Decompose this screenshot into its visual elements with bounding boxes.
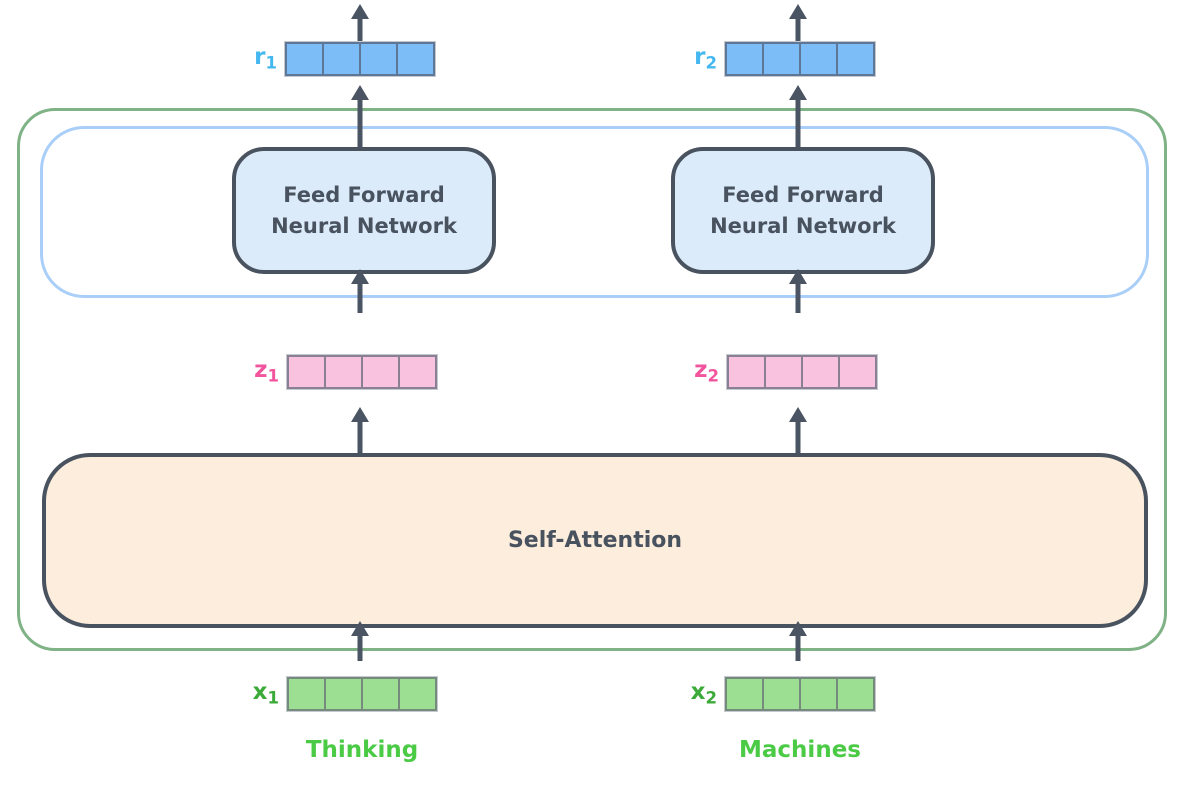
arrow-up-icon [789,407,807,453]
arrow-up-icon [789,621,807,661]
input-vector-x1 [287,677,437,711]
label-x2: x2 [690,679,717,708]
feed-forward-label-1: Feed Forward Neural Network [271,183,457,238]
vector-cell [398,355,437,389]
vector-cell [324,677,363,711]
vector-cell [285,42,324,76]
vector-cell [799,42,838,76]
vector-cell [287,355,326,389]
vector-cell [762,677,801,711]
arrow-up-icon [789,269,807,313]
label-z1: z1 [254,357,279,386]
attention-vector-z1 [287,355,437,389]
vector-cell [725,42,764,76]
feed-forward-box-1: Feed Forward Neural Network [232,147,496,274]
input-word-machines: Machines [739,737,861,763]
vector-cell [799,677,838,711]
input-word-thinking: Thinking [305,737,419,763]
label-r1: r1 [254,44,277,73]
self-attention-label: Self-Attention [507,528,683,553]
arrow-up-icon [351,407,369,453]
vector-cell [801,355,840,389]
label-x1: x1 [252,679,279,708]
input-vector-x2 [725,677,875,711]
vector-cell [361,355,400,389]
vector-cell [727,355,766,389]
vector-cell [836,677,875,711]
vector-cell [764,355,803,389]
vector-cell [322,42,361,76]
vector-cell [838,355,877,389]
vector-cell [396,42,435,76]
label-r2: r2 [694,44,717,73]
vector-cell [762,42,801,76]
output-vector-r1 [285,42,435,76]
arrow-up-icon [351,621,369,661]
arrow-up-icon [351,4,369,41]
ffnn-layer-outline-box [40,126,1149,298]
vector-cell [324,355,363,389]
arrow-up-icon [789,85,807,147]
attention-vector-z2 [727,355,877,389]
feed-forward-box-2: Feed Forward Neural Network [671,147,935,274]
label-z2: z2 [694,357,719,386]
output-vector-r2 [725,42,875,76]
arrow-up-icon [351,85,369,147]
vector-cell [398,677,437,711]
arrow-up-icon [789,4,807,41]
vector-cell [361,677,400,711]
vector-cell [725,677,764,711]
vector-cell [287,677,326,711]
arrow-up-icon [351,269,369,313]
feed-forward-label-2: Feed Forward Neural Network [710,183,896,238]
vector-cell [359,42,398,76]
vector-cell [836,42,875,76]
encoder-outline-box [17,108,1167,651]
self-attention-box: Self-Attention [42,453,1148,628]
